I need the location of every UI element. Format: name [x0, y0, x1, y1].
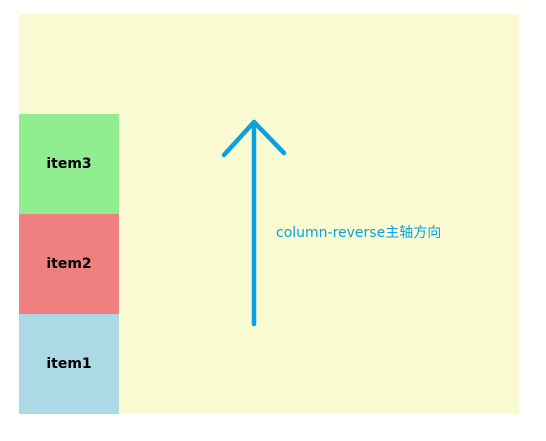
flex-container: item1 item2 item3 [19, 14, 519, 414]
flex-item-1: item1 [19, 314, 119, 414]
flex-item-2: item2 [19, 214, 119, 314]
flex-item-3: item3 [19, 114, 119, 214]
direction-label: column-reverse主轴方向 [276, 225, 442, 241]
flex-item-3-label: item3 [46, 156, 92, 172]
flex-item-2-label: item2 [46, 256, 92, 272]
flex-item-1-label: item1 [46, 356, 92, 372]
arrow-head [221, 119, 287, 158]
